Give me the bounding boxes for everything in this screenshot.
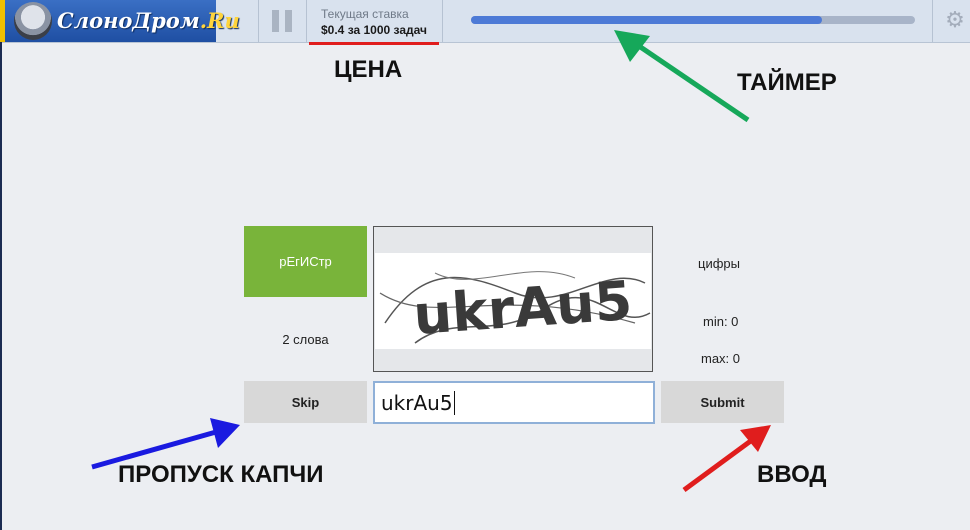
blue-arrow [91, 418, 240, 470]
hint-case-sensitive: рЕгИСтр [244, 226, 367, 297]
words-count-label: 2 слова [282, 332, 329, 347]
captcha-image: ukrAu5 [375, 253, 651, 349]
divider [442, 0, 443, 42]
green-arrow [614, 30, 750, 123]
pause-button[interactable] [270, 10, 294, 32]
rate-value: $0.4 за 1000 задач [321, 23, 427, 37]
answer-value: ukrAu5 [381, 390, 453, 415]
elephant-mascot-icon [14, 2, 52, 40]
submit-button[interactable]: Submit [661, 381, 784, 423]
timer-progress-bar [471, 16, 915, 24]
captcha-frame: ukrAu5 [373, 226, 653, 372]
logo-text: СлоноДром.Ru [57, 8, 240, 33]
gear-icon[interactable]: ⚙ [945, 7, 965, 32]
digits-label: цифры [698, 256, 740, 271]
price-annotation: ЦЕНА [334, 56, 403, 83]
top-toolbar: СлоноДром.Ru Текущая ставка $0.4 за 1000… [0, 0, 970, 43]
price-highlight-underline [309, 42, 439, 45]
rate-label: Текущая ставка [321, 7, 409, 21]
min-label: min: 0 [703, 314, 739, 329]
skip-annotation: ПРОПУСК КАПЧИ [118, 461, 324, 488]
timer-annotation: ТАЙМЕР [737, 69, 837, 96]
divider [258, 0, 259, 42]
divider [932, 0, 933, 42]
pause-icon [272, 10, 279, 32]
captcha-answer-input[interactable]: ukrAu5 [373, 381, 655, 424]
pause-icon-bar [285, 10, 292, 32]
divider [306, 0, 307, 42]
max-label: max: 0 [701, 351, 741, 366]
site-logo[interactable]: СлоноДром.Ru [0, 0, 240, 42]
input-annotation: ВВОД [757, 461, 827, 488]
skip-button[interactable]: Skip [244, 381, 367, 423]
captcha-text: ukrAu5 [411, 269, 634, 347]
timer-progress-fill [471, 16, 822, 24]
text-caret [453, 390, 455, 415]
page-edge [0, 42, 2, 530]
